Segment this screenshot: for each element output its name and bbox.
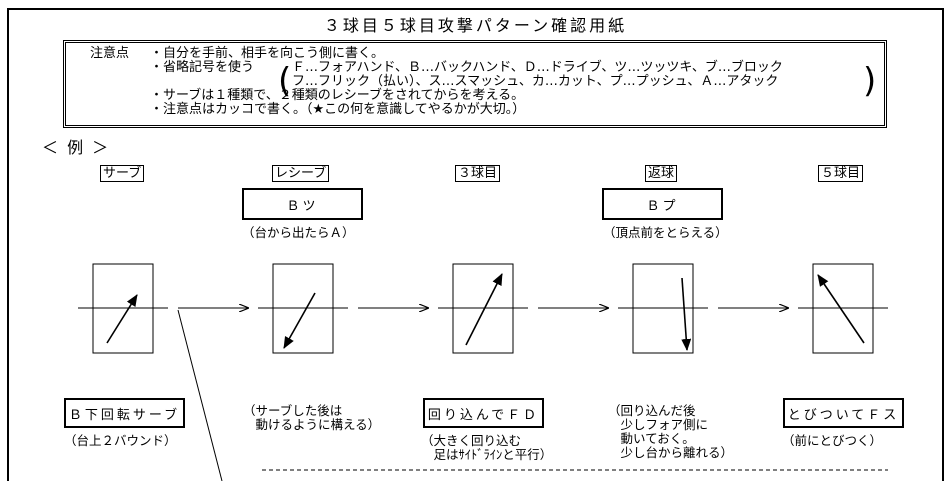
page-title: ３球目５球目攻撃パターン確認用紙 xyxy=(323,16,628,35)
return-box: Ｂプ xyxy=(602,188,723,220)
fifth-ball-bottom-box: とびついてＦス xyxy=(783,398,904,428)
ball-path-return xyxy=(681,277,692,351)
notes-line-3: ・サーブは１種類で、２種類のレシーブをされてからを考える。 xyxy=(150,88,525,103)
serve-bottom-box: Ｂ下回転サーブ xyxy=(64,398,185,428)
notes-abbrev-2: フ…フリック（払い）、ス…スマッシュ、カ…カット、プ…プッシュ、Ａ…アタック xyxy=(292,74,779,89)
fifth-ball-bottom-note: （前にとびつく） xyxy=(782,433,883,448)
notes-box: 注意点 ・自分を手前、相手を向こう側に書く。 ・省略記号を使う ( Ｆ…フォアハ… xyxy=(63,40,887,128)
connector-line xyxy=(177,309,223,481)
return-note: （頂点前をとらえる） xyxy=(603,225,728,240)
header-third-ball: ３球目 xyxy=(455,165,501,182)
third-ball-bottom-box: 回り込んでＦＤ xyxy=(423,398,544,428)
header-serve: サーブ xyxy=(100,165,145,182)
header-receive: レシーブ xyxy=(272,165,330,182)
ball-path-third-ball xyxy=(465,273,503,346)
ball-path-fifth-ball xyxy=(817,274,865,344)
header-fifth-ball: ５球目 xyxy=(818,165,864,182)
notes-heading: 注意点 xyxy=(90,46,130,61)
receive-note: （台から出たらＡ） xyxy=(242,225,355,240)
receive-box: Ｂツ xyxy=(242,188,363,220)
serve-bottom-note: （台上２バウンド） xyxy=(64,433,177,448)
third-ball-bottom-note: （大きく回り込む 足はｻｲﾄﾞﾗｲﾝと平行） xyxy=(421,433,553,462)
page-frame xyxy=(7,8,944,481)
notes-line-2: ・省略記号を使う xyxy=(150,60,255,75)
ball-path-receive xyxy=(283,292,316,349)
notes-line-4: ・注意点はカッコで書く。（★この何を意識してやるかが大切。） xyxy=(150,102,526,117)
header-return: 返球 xyxy=(645,165,678,182)
example-label: ＜ 例 ＞ xyxy=(42,138,111,157)
brace-open-icon: ( xyxy=(278,61,292,101)
return-bottom-note: （回り込んだ後 少しフォア側に 動いておく。 少し台から離れる） xyxy=(608,403,734,460)
notes-line-1: ・自分を手前、相手を向こう側に書く。 xyxy=(150,46,385,61)
brace-close-icon: ) xyxy=(863,61,877,101)
receive-bottom-note: （サーブした後は 動けるように構える） xyxy=(243,403,381,432)
notes-abbrev-1: Ｆ…フォアハンド、Ｂ…バックハンド、Ｄ…ドライブ、ツ…ツッツキ、ブ…ブロック xyxy=(292,60,783,75)
ball-path-serve xyxy=(106,294,138,344)
